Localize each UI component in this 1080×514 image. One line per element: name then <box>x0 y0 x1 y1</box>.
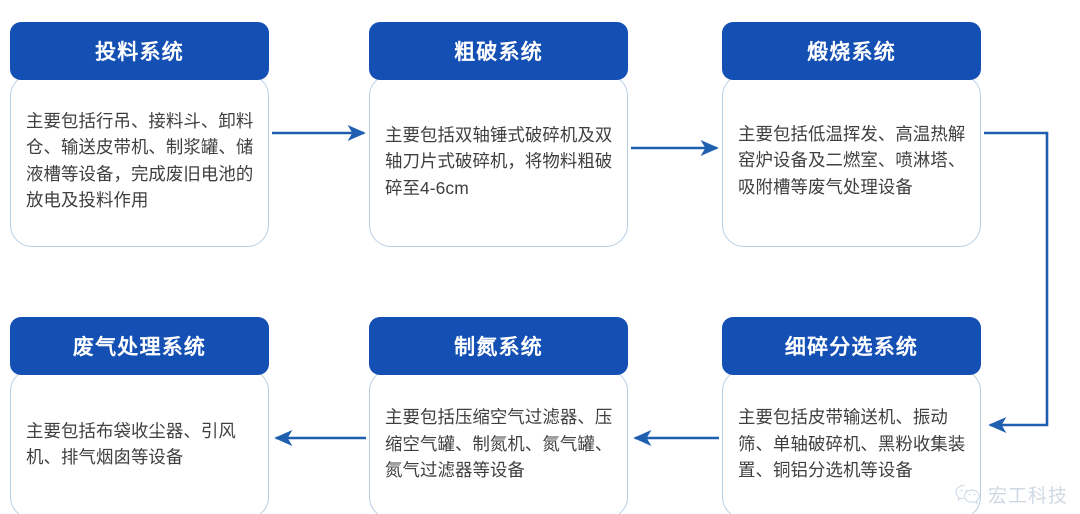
watermark-text: 宏工科技 <box>987 485 1068 507</box>
node-title: 投料系统 <box>95 41 184 64</box>
node-body: 主要包括压缩空气过滤器、压缩空气罐、制氮机、氮气罐、氮气过滤器等设备 <box>369 369 628 514</box>
node-body: 主要包括低温挥发、高温热解窑炉设备及二燃室、喷淋塔、吸附槽等废气处理设备 <box>722 74 981 247</box>
node-title: 制氮系统 <box>454 336 543 359</box>
node-header[interactable]: 制氮系统 <box>369 317 628 375</box>
node-title: 粗破系统 <box>454 41 543 64</box>
node-body: 主要包括布袋收尘器、引风机、排气烟囱等设备 <box>10 369 269 514</box>
node-description: 主要包括低温挥发、高温热解窑炉设备及二燃室、喷淋塔、吸附槽等废气处理设备 <box>738 123 966 197</box>
node-description: 主要包括行吊、接料斗、卸料仓、输送皮带机、制浆罐、储液槽等设备，完成废旧电池的放… <box>26 110 254 210</box>
node-title: 细碎分选系统 <box>784 336 919 359</box>
node-description: 主要包括皮带输送机、振动筛、单轴破碎机、黑粉收集装置、铜铝分选机等设备 <box>738 407 966 481</box>
node-header[interactable]: 废气处理系统 <box>10 317 269 375</box>
node-header[interactable]: 粗破系统 <box>369 22 628 80</box>
node-title: 废气处理系统 <box>72 336 207 359</box>
connector-calcination-to-fine-crushing-sorting <box>984 131 1049 434</box>
node-header[interactable]: 细碎分选系统 <box>722 317 981 375</box>
node-description: 主要包括布袋收尘器、引风机、排气烟囱等设备 <box>26 420 236 467</box>
node-body: 主要包括皮带输送机、振动筛、单轴破碎机、黑粉收集装置、铜铝分选机等设备 <box>722 369 981 514</box>
node-description: 主要包括双轴锤式破碎机及双轴刀片式破碎机，将物料粗破碎至4-6cm <box>385 124 613 198</box>
node-header[interactable]: 投料系统 <box>10 22 269 80</box>
node-header[interactable]: 煅烧系统 <box>722 22 981 80</box>
wechat-icon <box>955 484 980 504</box>
node-body: 主要包括行吊、接料斗、卸料仓、输送皮带机、制浆罐、储液槽等设备，完成废旧电池的放… <box>10 74 269 247</box>
node-description: 主要包括压缩空气过滤器、压缩空气罐、制氮机、氮气罐、氮气过滤器等设备 <box>385 407 613 481</box>
node-body: 主要包括双轴锤式破碎机及双轴刀片式破碎机，将物料粗破碎至4-6cm <box>369 74 628 247</box>
node-title: 煅烧系统 <box>807 41 896 64</box>
watermark: 宏工科技 <box>955 481 1068 508</box>
